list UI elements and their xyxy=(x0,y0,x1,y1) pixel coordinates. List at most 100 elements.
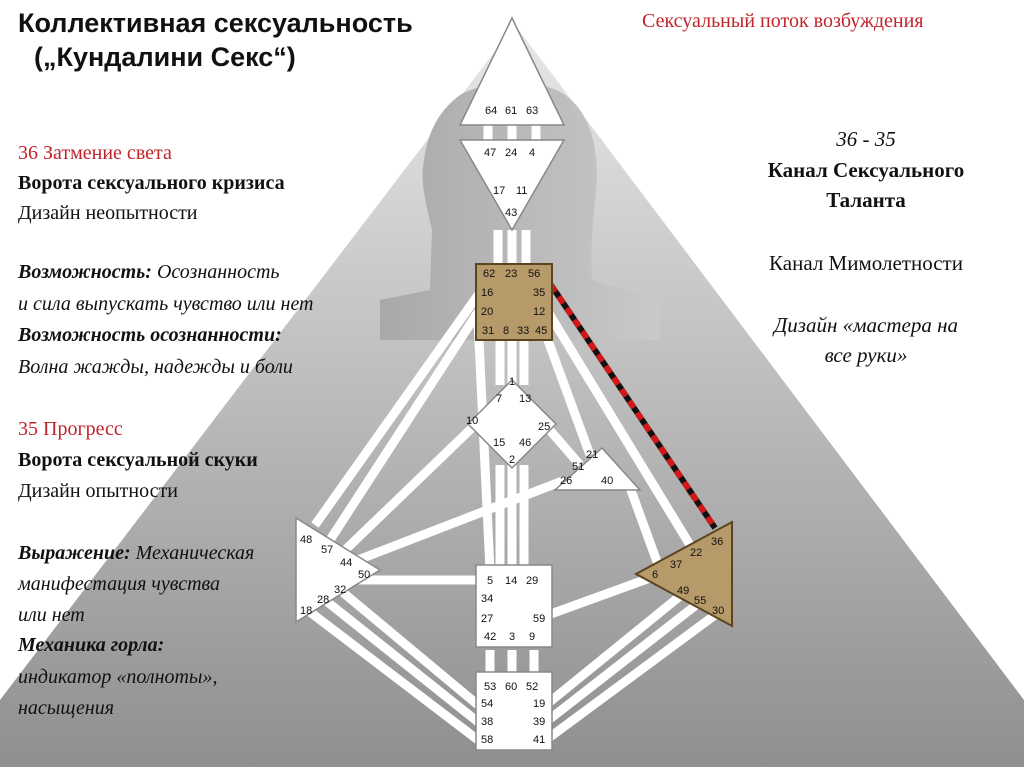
channel-name-line1: Канал Сексуального xyxy=(767,158,965,182)
gate35-heading: 35 Прогресс xyxy=(18,418,123,440)
opportunity-label: Возможность: xyxy=(18,261,152,283)
spleen-center xyxy=(295,516,382,624)
gate-55: 55 xyxy=(694,595,706,607)
gate-49: 49 xyxy=(677,585,689,597)
expression-text1: Механическая xyxy=(130,542,255,564)
gate-4: 4 xyxy=(529,147,535,159)
channel-name-line2: Таланта xyxy=(826,188,906,212)
gate-3: 3 xyxy=(509,631,515,643)
gate-39: 39 xyxy=(533,716,545,728)
awareness-text: Волна жажды, надежды и боли xyxy=(18,356,293,378)
channel-59-6 xyxy=(546,573,652,620)
gate-23: 23 xyxy=(505,268,517,280)
gate-31: 31 xyxy=(482,325,494,337)
gate-15: 15 xyxy=(493,437,505,449)
gate-33: 33 xyxy=(517,325,529,337)
design-line2: все руки» xyxy=(824,343,908,367)
gate-9: 9 xyxy=(529,631,535,643)
gate-30: 30 xyxy=(712,605,724,617)
channel-30-41 xyxy=(543,611,718,744)
channel-18-58 xyxy=(307,608,481,744)
gate-26: 26 xyxy=(560,475,572,487)
mechanics-text1: индикатор «полноты», xyxy=(18,666,218,688)
gate-64: 64 xyxy=(485,105,497,117)
expression-text2: манифестация чувства xyxy=(18,573,221,595)
gate-43: 43 xyxy=(505,207,517,219)
channel-20-34 xyxy=(473,319,495,571)
gate-12: 12 xyxy=(533,306,545,318)
flow-label: Сексуальный поток возбуждения xyxy=(642,10,924,32)
gate36-design: Дизайн неопытности xyxy=(18,202,198,224)
gate-53: 53 xyxy=(484,681,496,693)
gate-54: 54 xyxy=(481,698,493,710)
gate-25: 25 xyxy=(538,421,550,433)
gate-11: 11 xyxy=(516,185,527,197)
gate-34: 34 xyxy=(481,593,493,605)
gate-24: 24 xyxy=(505,147,517,159)
root-center xyxy=(475,671,553,751)
gate-1: 1 xyxy=(509,376,515,388)
gate-51: 51 xyxy=(572,461,584,473)
gate-38: 38 xyxy=(481,716,493,728)
expression-label: Выражение: xyxy=(18,542,131,564)
gate-41: 41 xyxy=(533,734,545,746)
gate35-name: Ворота сексуальной скуки xyxy=(18,449,258,471)
channel-35-36-highlight xyxy=(548,283,718,530)
gate-45: 45 xyxy=(535,325,547,337)
gate-20: 20 xyxy=(481,306,493,318)
channel-alt-name: Канал Мимолетности xyxy=(769,251,963,275)
channel-49-19 xyxy=(543,588,688,709)
gate-10: 10 xyxy=(466,415,478,427)
gate-57: 57 xyxy=(321,544,333,556)
channels xyxy=(307,125,718,744)
gate-50: 50 xyxy=(358,569,370,581)
channel-55-39 xyxy=(543,598,703,726)
heart-center xyxy=(553,446,642,491)
channel-45-21 xyxy=(541,333,595,457)
channel-32-54 xyxy=(337,586,481,709)
channel-12-22 xyxy=(544,309,694,548)
expression-line1: Выражение: Механическая xyxy=(18,542,254,565)
gate36-name: Ворота сексуального кризиса xyxy=(18,172,285,194)
gate-2: 2 xyxy=(509,454,515,466)
gate-40: 40 xyxy=(601,475,613,487)
channel-25-51 xyxy=(544,425,584,468)
sacral-center xyxy=(475,564,553,648)
mechanics-label: Механика горла: xyxy=(18,634,165,656)
gate-44: 44 xyxy=(340,557,352,569)
gate-56: 56 xyxy=(528,268,540,280)
gate-62: 62 xyxy=(483,268,495,280)
gate-32: 32 xyxy=(334,584,346,596)
channel-26-44 xyxy=(343,475,567,570)
ajna-center xyxy=(458,139,566,232)
channel-40-37 xyxy=(623,480,665,572)
gate-13: 13 xyxy=(519,393,531,405)
gate-6: 6 xyxy=(652,569,658,581)
channel-16-48 xyxy=(311,292,482,528)
design-line1: Дизайн «мастера на xyxy=(773,313,959,337)
gate-21: 21 xyxy=(586,449,598,461)
mechanics-text2: насыщения xyxy=(18,697,115,719)
gate-59: 59 xyxy=(533,613,545,625)
gate-42: 42 xyxy=(484,631,496,643)
gate-46: 46 xyxy=(519,437,531,449)
solar-plexus-center xyxy=(633,520,733,628)
gate-17: 17 xyxy=(493,185,505,197)
gate-48: 48 xyxy=(300,534,312,546)
gate-29: 29 xyxy=(526,575,538,587)
gate-60: 60 xyxy=(505,681,517,693)
gate-27: 27 xyxy=(481,613,493,625)
channel-28-38 xyxy=(322,596,481,726)
gate-19: 19 xyxy=(533,698,545,710)
channel-10-57 xyxy=(336,421,479,559)
page-title-line1: Коллективная сексуальность xyxy=(18,8,413,38)
page-title-line2: („Кундалини Секс“) xyxy=(34,42,296,72)
head-center xyxy=(458,16,566,126)
opportunity-text2: и сила выпускать чувство или нет xyxy=(18,293,314,315)
gate35-design: Дизайн опытности xyxy=(18,480,178,502)
awareness-label: Возможность осознанности: xyxy=(18,324,282,346)
gate-22: 22 xyxy=(690,547,702,559)
throat-center xyxy=(475,263,553,341)
gate-7: 7 xyxy=(496,393,502,405)
